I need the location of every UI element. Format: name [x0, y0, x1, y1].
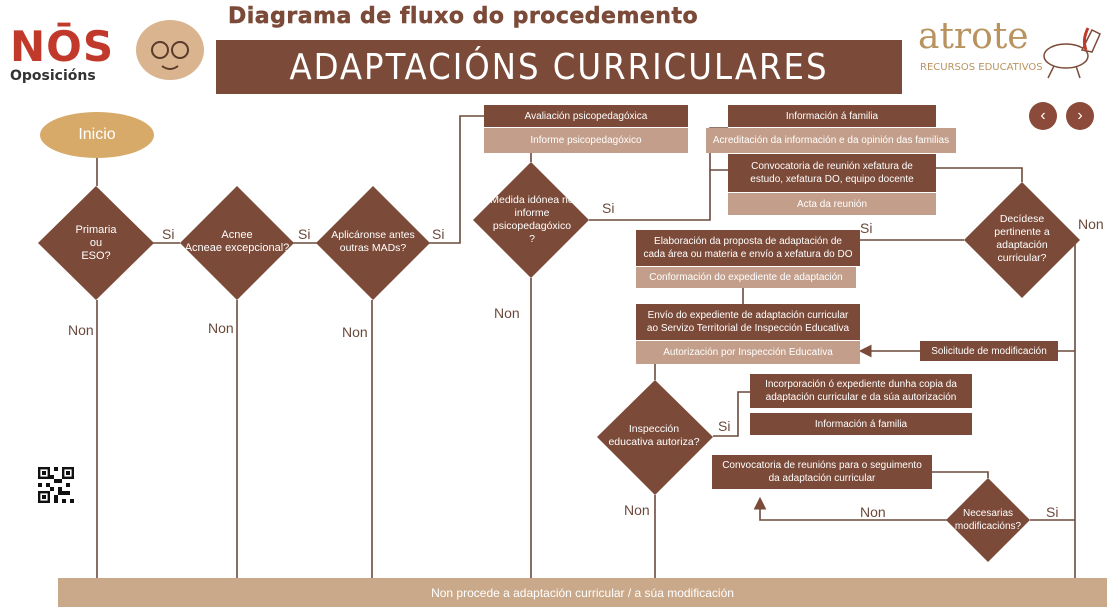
label-non: Non	[342, 324, 368, 340]
box-avaliacion: Avaliación psicopedagóxica	[484, 105, 688, 127]
box-conformacion: Conformación do expediente de adaptación	[636, 267, 856, 288]
decision-inspeccion-autoriza: Inspección educativa autoriza?	[608, 423, 700, 448]
box-solicitude: Solicitude de modificación	[920, 341, 1058, 361]
box-incorporacion: Incorporación ó expediente dunha copia d…	[750, 374, 972, 408]
box-informe: Informe psicopedagóxico	[484, 128, 688, 153]
label-non: Non	[494, 305, 520, 321]
footer-non-procede: Non procede a adaptación curricular / a …	[58, 578, 1107, 607]
start-node: Inicio	[40, 112, 154, 158]
box-info-familia-1: Información á familia	[728, 105, 936, 127]
label-si: Si	[860, 220, 873, 236]
brain-mascot-icon	[132, 14, 208, 84]
label-non: Non	[624, 502, 650, 518]
box-acreditacion: Acreditación da información e da opinión…	[706, 128, 956, 153]
banner-subtitle: ADAPTACIÓNS CURRICULARES	[216, 40, 902, 94]
nos-logo-subtitle: Oposicións	[10, 68, 96, 84]
box-info-familia-2: Información á familia	[750, 413, 972, 435]
label-si: Si	[162, 226, 175, 242]
label-non: Non	[68, 322, 94, 338]
box-convocatoria-reunions: Convocatoria de reunións para o seguimen…	[712, 455, 932, 489]
label-si: Si	[602, 200, 615, 216]
label-non: Non	[208, 320, 234, 336]
atrote-logo: atrote	[918, 16, 1029, 57]
label-si: Si	[1046, 504, 1059, 520]
label-si: Si	[718, 418, 731, 434]
decision-decidese-pertinente: Decídese pertinente a adaptación curricu…	[994, 213, 1050, 264]
box-autorizacion: Autorización por Inspección Educativa	[636, 341, 860, 364]
box-envio: Envío do expediente de adaptación curric…	[636, 304, 860, 340]
decision-primaria-eso: Primaria ou ESO?	[75, 223, 117, 262]
decision-mads: Aplicáronse antes outras MADs?	[331, 229, 415, 254]
nos-logo: NŌS	[10, 22, 115, 71]
decision-acnee: Acnee Acneae excepcional?	[184, 229, 290, 254]
box-convocatoria-reunion: Convocatoria de reunión xefatura de estu…	[728, 154, 936, 192]
label-non: Non	[1078, 216, 1104, 232]
atrote-logo-subtitle: RECURSOS EDUCATIVOS	[920, 62, 1043, 73]
label-si: Si	[298, 226, 311, 242]
decision-diamonds	[38, 162, 1080, 562]
label-si: Si	[432, 226, 445, 242]
prev-page-button[interactable]: ‹	[1029, 102, 1057, 130]
page-title: Diagrama de fluxo do procedemento	[228, 4, 699, 30]
next-page-button[interactable]: ›	[1066, 102, 1094, 130]
decision-medida-idonea: Medida idónea no informe psicopedagóxico…	[490, 194, 574, 245]
qr-code-icon	[38, 467, 74, 503]
decision-necesarias-modificacions: Necesarias modificacións?	[954, 508, 1022, 532]
horse-mascot-icon	[1030, 18, 1104, 82]
label-non: Non	[860, 504, 886, 520]
box-acta: Acta da reunión	[728, 193, 936, 215]
box-elaboracion: Elaboración da proposta de adaptación de…	[636, 230, 860, 266]
